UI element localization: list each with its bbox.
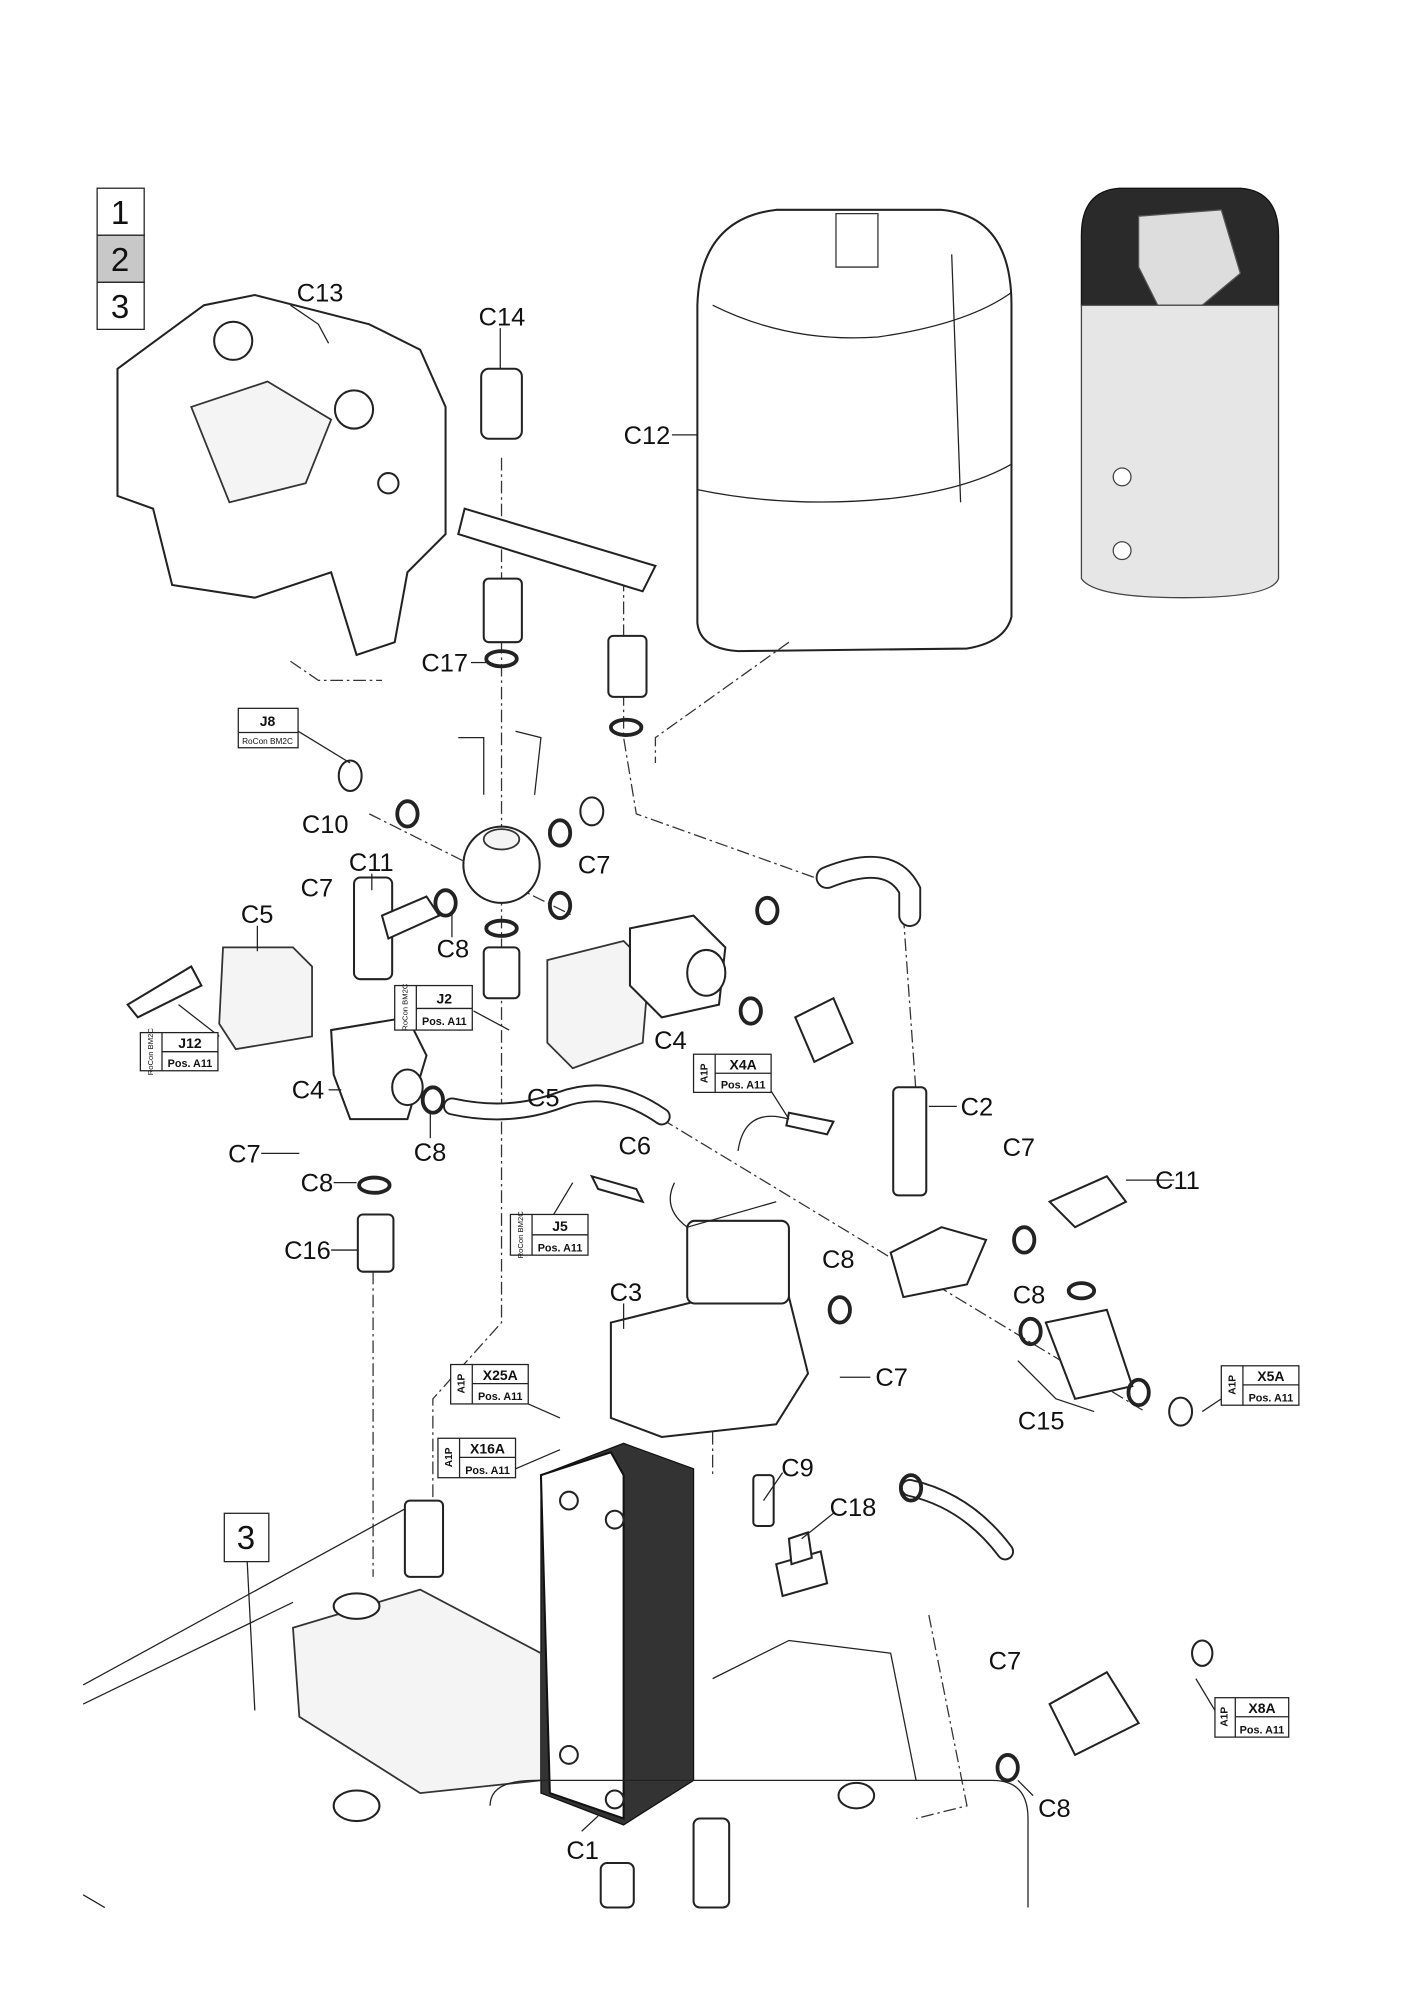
appliance-overview [1080, 187, 1280, 599]
connector-side: A1P [457, 1373, 468, 1393]
connector-pos: Pos. A11 [1249, 1392, 1294, 1404]
label-c11: C11 [349, 849, 394, 877]
connector-x16a: A1P X16A Pos. A11 [437, 1437, 517, 1479]
label-c7: C7 [875, 1364, 907, 1392]
label-c13: C13 [297, 279, 344, 307]
connector-side: RoCon BM2C [516, 1211, 525, 1259]
label-c12: C12 [624, 422, 671, 450]
label-c10: C10 [302, 811, 349, 839]
label-c8: C8 [1038, 1795, 1070, 1823]
connector-x8a: A1P X8A Pos. A11 [1214, 1697, 1290, 1738]
connector-pos: Pos. A11 [1240, 1724, 1285, 1736]
connector-id: X8A [1248, 1700, 1275, 1716]
part-c12-cover [696, 208, 1013, 653]
connector-id: X25A [483, 1367, 518, 1383]
connector-x25a: A1P X25A Pos. A11 [450, 1363, 529, 1405]
label-c8: C8 [437, 936, 470, 964]
label-c7: C7 [578, 852, 611, 880]
connector-side: A1P [444, 1447, 455, 1467]
connector-side: A1P [1220, 1707, 1231, 1727]
connector-j5: RoCon BM2C J5 Pos. A11 [509, 1211, 589, 1259]
leader-lines [178, 304, 1222, 1832]
distributor [337, 730, 605, 1000]
label-c7: C7 [1003, 1134, 1036, 1162]
section-marker-3: 3 [237, 1520, 255, 1557]
connector-j12: RoCon BM2C J12 Pos. A11 [139, 1028, 219, 1076]
label-c7: C7 [228, 1140, 261, 1168]
index-2: 2 [111, 242, 129, 279]
part-labels: C13 C14 C12 C17 C10 C11 C7 C5 C8 C7 C4 C… [228, 279, 1200, 1865]
connector-pos: Pos. A11 [538, 1242, 583, 1254]
connector-j8: J8 RoCon BM2C [237, 707, 299, 749]
connector-pos: Pos. A11 [465, 1465, 510, 1477]
label-c18: C18 [830, 1494, 877, 1522]
connector-id: J12 [178, 1035, 202, 1051]
connector-side: RoCon BM2C [146, 1028, 155, 1076]
label-c3: C3 [610, 1279, 643, 1307]
label-c2: C2 [961, 1093, 994, 1121]
connector-pos: Pos. A11 [168, 1058, 213, 1070]
part-c13-insulation [116, 293, 447, 657]
label-c8: C8 [822, 1246, 855, 1274]
connector-pos: Pos. A11 [422, 1016, 467, 1028]
index-boxes: 1 2 3 [96, 187, 145, 331]
part-c3-pump [589, 1174, 810, 1439]
connector-id: J8 [260, 713, 276, 729]
connector-pos: Pos. A11 [721, 1080, 766, 1092]
index-1: 1 [111, 195, 129, 232]
connector-pos: Pos. A11 [478, 1391, 523, 1403]
connector-x5a: A1P X5A Pos. A11 [1220, 1365, 1300, 1406]
label-c16: C16 [284, 1237, 331, 1265]
connector-side: RoCon BM2C [400, 983, 409, 1031]
connector-x4a: A1P X4A Pos. A11 [692, 1053, 772, 1094]
label-c17: C17 [421, 649, 468, 677]
middle-actuator [546, 855, 922, 1070]
label-c5: C5 [241, 901, 273, 929]
label-c14: C14 [479, 304, 526, 332]
connector-id: X16A [470, 1441, 505, 1457]
connector-side: A1P [700, 1063, 711, 1083]
label-c8: C8 [414, 1139, 447, 1167]
label-c9: C9 [781, 1454, 813, 1482]
label-c6: C6 [619, 1133, 652, 1161]
section-marker: 3 [223, 1512, 270, 1563]
part-c1-heat-exchanger [539, 1442, 695, 1826]
label-c8: C8 [1013, 1281, 1046, 1309]
connector-id: J5 [552, 1218, 568, 1234]
right-sensors [737, 1086, 1194, 1427]
upper-fittings [457, 367, 657, 737]
label-c7: C7 [301, 875, 334, 903]
label-c8: C8 [301, 1170, 334, 1198]
label-c7: C7 [989, 1648, 1022, 1676]
connector-side: A1P [1227, 1375, 1238, 1395]
label-c5: C5 [527, 1084, 560, 1112]
connector-id: J2 [437, 990, 453, 1006]
label-c4: C4 [292, 1077, 325, 1105]
label-c4: C4 [654, 1027, 687, 1055]
label-c11: C11 [1155, 1167, 1200, 1195]
index-3: 3 [111, 289, 129, 326]
connector-id: X5A [1257, 1368, 1284, 1384]
connector-sub: RoCon BM2C [242, 737, 293, 746]
label-c1: C1 [566, 1837, 599, 1865]
label-c15: C15 [1018, 1407, 1065, 1435]
connector-id: X4A [730, 1056, 757, 1072]
connector-j2: RoCon BM2C J2 Pos. A11 [394, 983, 473, 1031]
left-valve-group [126, 876, 671, 1273]
